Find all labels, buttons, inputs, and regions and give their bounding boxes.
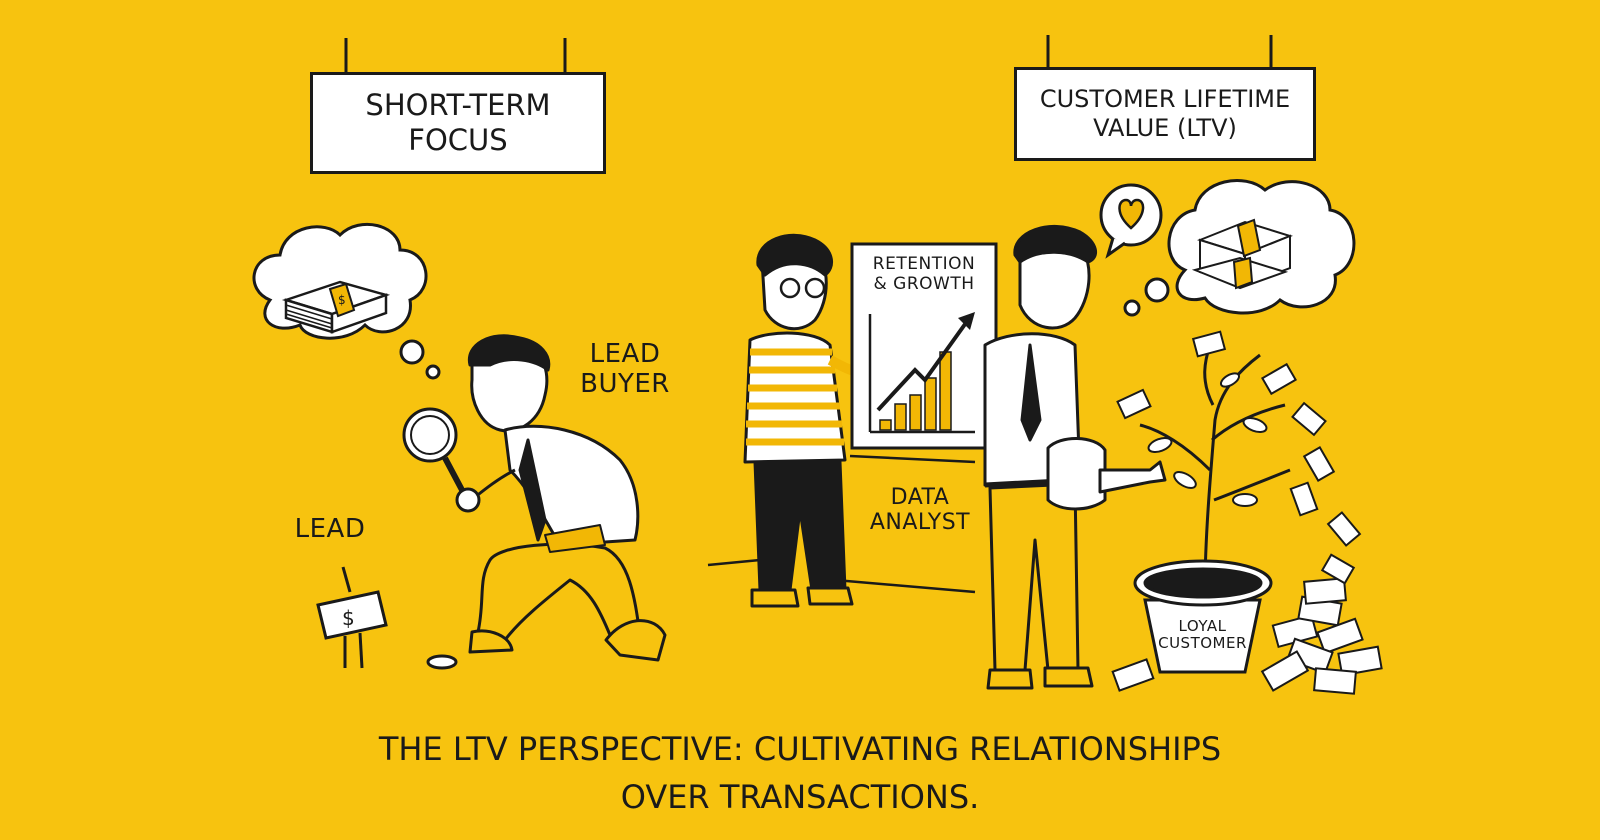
plant-pot: [1133, 559, 1273, 674]
ltv-figure: [983, 224, 1167, 690]
money-pile: [1111, 553, 1383, 695]
lead-buyer-label: LEAD BUYER: [570, 339, 680, 400]
label-line-1: DATA: [890, 485, 950, 510]
sign-line-1: CUSTOMER LIFETIME: [1039, 85, 1291, 114]
svg-text:$: $: [338, 293, 346, 307]
chart-title-line-2: & GROWTH: [873, 273, 975, 294]
heart-icon: [1118, 198, 1145, 230]
svg-text:$: $: [342, 606, 355, 630]
label-line-2: CUSTOMER: [1158, 634, 1247, 653]
speech-bubble-heart: [1099, 183, 1163, 259]
retention-growth-chart: [850, 242, 998, 450]
caption-line-2: OVER TRANSACTIONS.: [620, 778, 980, 816]
caption: THE LTV PERSPECTIVE: CULTIVATING RELATIO…: [0, 725, 1600, 821]
thought-cloud-right: [1123, 178, 1356, 317]
lead-dollar-bill: $: [316, 566, 458, 670]
caption-line-1: THE LTV PERSPECTIVE: CULTIVATING RELATIO…: [378, 730, 1222, 768]
sign-line-2: FOCUS: [408, 123, 508, 157]
sign-line-2: VALUE (LTV): [1093, 114, 1237, 142]
thought-cloud-left: $: [252, 222, 441, 380]
label-line-2: BUYER: [580, 368, 670, 399]
lead-buyer-figure: [402, 334, 667, 662]
chart-title-line-1: RETENTION: [872, 254, 976, 274]
label-line-1: LOYAL: [1178, 617, 1227, 635]
data-analyst-figure: [743, 233, 904, 608]
label-line-1: LEAD: [589, 339, 661, 369]
sign-line-1: SHORT-TERM: [365, 88, 551, 123]
money-stacks-icon: [1191, 218, 1293, 290]
chart-title: RETENTION & GROWTH: [855, 254, 993, 294]
money-stack-icon: $: [281, 280, 391, 334]
lead-label: LEAD: [294, 514, 366, 544]
money-tree: [1116, 330, 1362, 591]
short-term-focus-sign: SHORT-TERM FOCUS: [310, 72, 606, 174]
loyal-customer-label: LOYAL CUSTOMER: [1150, 617, 1255, 653]
ltv-sign: CUSTOMER LIFETIME VALUE (LTV): [1014, 67, 1316, 161]
sign-wires: [344, 35, 1273, 72]
data-analyst-label: DATA ANALYST: [860, 485, 980, 536]
label-line-2: ANALYST: [869, 510, 971, 536]
